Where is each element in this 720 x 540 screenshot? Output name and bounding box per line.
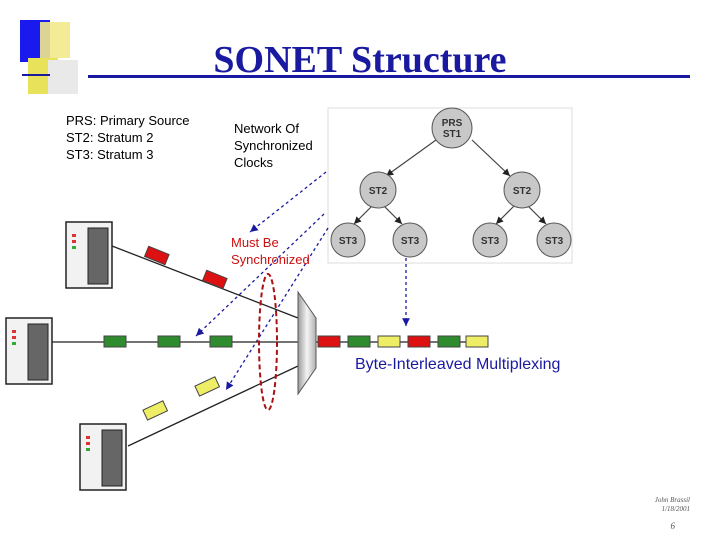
legend-line-prs: PRS: Primary Source: [66, 113, 190, 128]
svg-text:ST3: ST3: [545, 236, 564, 247]
page-number: 6: [670, 521, 676, 531]
equipment-middle: [5, 317, 53, 385]
svg-text:ST3: ST3: [481, 236, 500, 247]
svg-text:ST3: ST3: [339, 236, 358, 247]
footer-author-date: John Brassil 1/18/2001: [654, 496, 690, 513]
sync-ellipse: [258, 273, 278, 411]
node-st3-3: ST3: [472, 222, 508, 258]
sync-label: Must Be Synchronized: [231, 235, 310, 267]
node-st2-left: ST2: [359, 171, 397, 209]
mux-label: Byte-Interleaved Multiplexing: [355, 356, 561, 373]
svg-text:ST2: ST2: [513, 186, 532, 197]
node-st2-right: ST2: [503, 171, 541, 209]
svg-text:PRS: PRS: [442, 118, 463, 129]
network-label: Network Of Synchronized Clocks: [234, 121, 313, 170]
tributary-frames-middle: [103, 335, 233, 348]
multiplexer: [297, 290, 317, 396]
svg-text:ST3: ST3: [401, 236, 420, 247]
tributary-frames-bottom: [142, 376, 221, 421]
stratum-legend: PRS: Primary Source ST2: Stratum 2 ST3: …: [66, 112, 190, 163]
node-prs: PRS ST1: [431, 107, 473, 149]
multiplexed-frames: [317, 335, 489, 348]
svg-text:ST1: ST1: [443, 129, 462, 140]
node-st3-4: ST3: [536, 222, 572, 258]
svg-text:ST2: ST2: [369, 186, 388, 197]
pointer-to-top-node: [249, 171, 327, 233]
title-underline: [88, 75, 690, 78]
legend-line-st3: ST3: Stratum 3: [66, 147, 154, 162]
equipment-top: [65, 221, 113, 289]
tributary-frames-top: [143, 245, 228, 290]
legend-line-st2: ST2: Stratum 2: [66, 130, 154, 145]
pointer-to-bottom-node: [225, 227, 329, 391]
node-st3-1: ST3: [330, 222, 366, 258]
page-title: SONET Structure: [213, 39, 507, 81]
node-st3-2: ST3: [392, 222, 428, 258]
equipment-bottom: [79, 423, 127, 491]
